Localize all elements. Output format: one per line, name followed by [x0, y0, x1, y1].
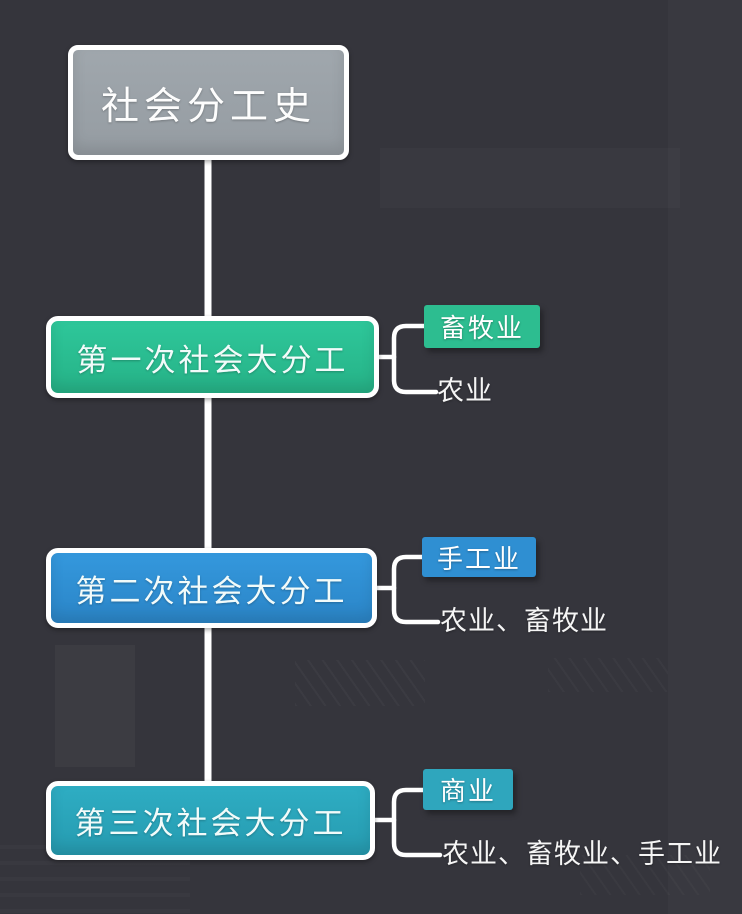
branch-label: 畜牧业	[439, 314, 524, 344]
node-second-division: 第二次社会大分工	[46, 548, 377, 628]
node-third-highlight-branch: 商业	[423, 769, 513, 810]
node-first-plain-branch: 农业	[437, 376, 493, 408]
node-label: 第一次社会大分工	[76, 342, 349, 379]
node-third-plain-branch: 农业、畜牧业、手工业	[442, 839, 722, 871]
branch-label: 农业、畜牧业	[440, 606, 608, 637]
node-first-division: 第一次社会大分工	[46, 316, 379, 398]
branch-label: 商业	[439, 777, 496, 807]
node-second-highlight-branch: 手工业	[422, 537, 536, 577]
branch-label: 农业、畜牧业、手工业	[442, 839, 722, 870]
node-label: 第二次社会大分工	[75, 573, 348, 610]
branch-label: 农业	[437, 376, 493, 407]
node3-branch-connector	[371, 787, 443, 858]
node-second-plain-branch: 农业、畜牧业	[440, 606, 608, 638]
root-node: 社会分工史	[68, 45, 349, 160]
branch-label: 手工业	[436, 544, 521, 575]
node2-branch-connector	[371, 554, 441, 625]
root-node-label: 社会分工史	[100, 84, 316, 128]
node-first-highlight-branch: 畜牧业	[424, 305, 540, 348]
node-third-division: 第三次社会大分工	[46, 781, 375, 860]
node-label: 第三次社会大分工	[74, 806, 347, 842]
